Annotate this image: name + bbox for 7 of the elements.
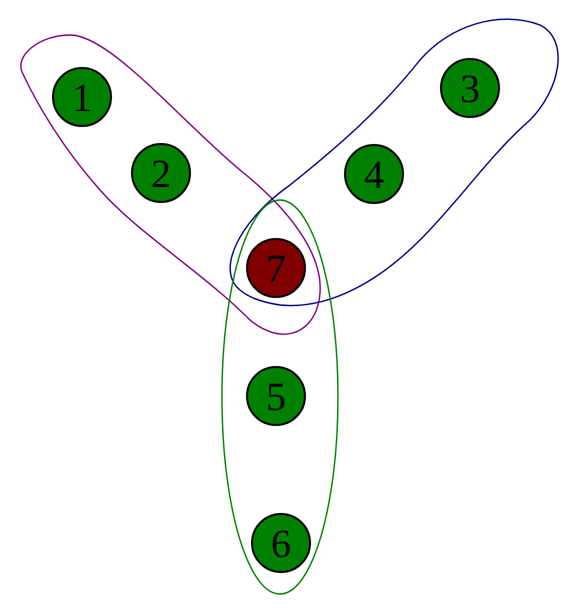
- numbered-circle: 6: [251, 513, 311, 573]
- numbered-circle: 3: [440, 58, 500, 118]
- numbered-circle: 4: [344, 144, 404, 204]
- numbered-circle: 7: [246, 238, 306, 298]
- numbered-circle: 2: [131, 143, 191, 203]
- numbered-circle: 5: [246, 366, 306, 426]
- numbered-circle: 1: [52, 67, 112, 127]
